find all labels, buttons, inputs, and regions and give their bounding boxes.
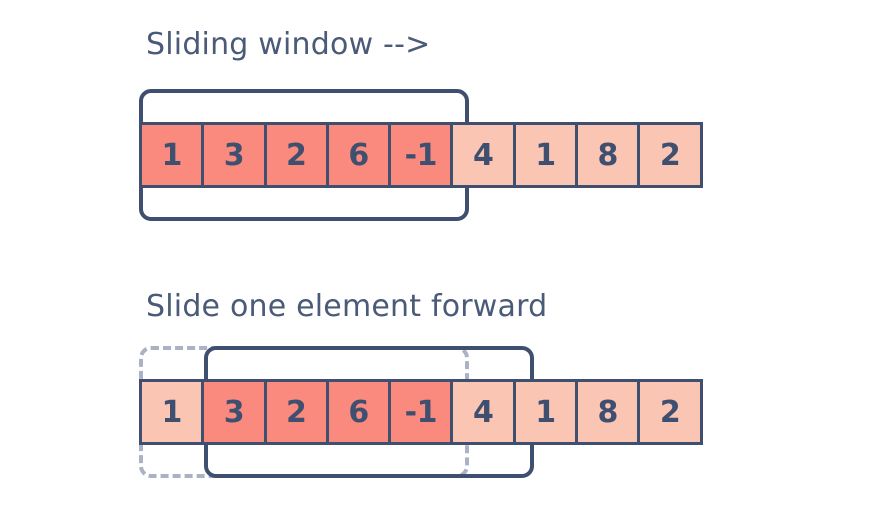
step-2-cells: 1 3 2 6 -1 4 1 8 2 bbox=[139, 379, 703, 445]
step-2-title: Slide one element forward bbox=[146, 289, 548, 324]
array-cell: 1 bbox=[139, 379, 205, 445]
step-2-array-row: 1 3 2 6 -1 4 1 8 2 bbox=[139, 346, 727, 478]
array-cell: 6 bbox=[325, 379, 392, 445]
step-1-title: Sliding window --> bbox=[146, 27, 431, 62]
array-cell: 8 bbox=[575, 379, 641, 445]
array-cell: 2 bbox=[637, 122, 703, 188]
array-cell: -1 bbox=[388, 379, 454, 445]
array-cell: 3 bbox=[201, 379, 267, 445]
array-cell: 1 bbox=[512, 122, 579, 188]
array-cell: 6 bbox=[325, 122, 392, 188]
array-cell: 1 bbox=[139, 122, 205, 188]
array-cell: 2 bbox=[263, 379, 329, 445]
array-cell: 2 bbox=[637, 379, 703, 445]
array-cell: 2 bbox=[263, 122, 329, 188]
array-cell: 3 bbox=[201, 122, 267, 188]
array-cell: -1 bbox=[388, 122, 454, 188]
array-cell: 4 bbox=[450, 379, 516, 445]
step-1-array-row: 1 3 2 6 -1 4 1 8 2 bbox=[139, 89, 727, 221]
step-1-cells: 1 3 2 6 -1 4 1 8 2 bbox=[139, 122, 703, 188]
array-cell: 8 bbox=[575, 122, 641, 188]
array-cell: 1 bbox=[512, 379, 579, 445]
array-cell: 4 bbox=[450, 122, 516, 188]
